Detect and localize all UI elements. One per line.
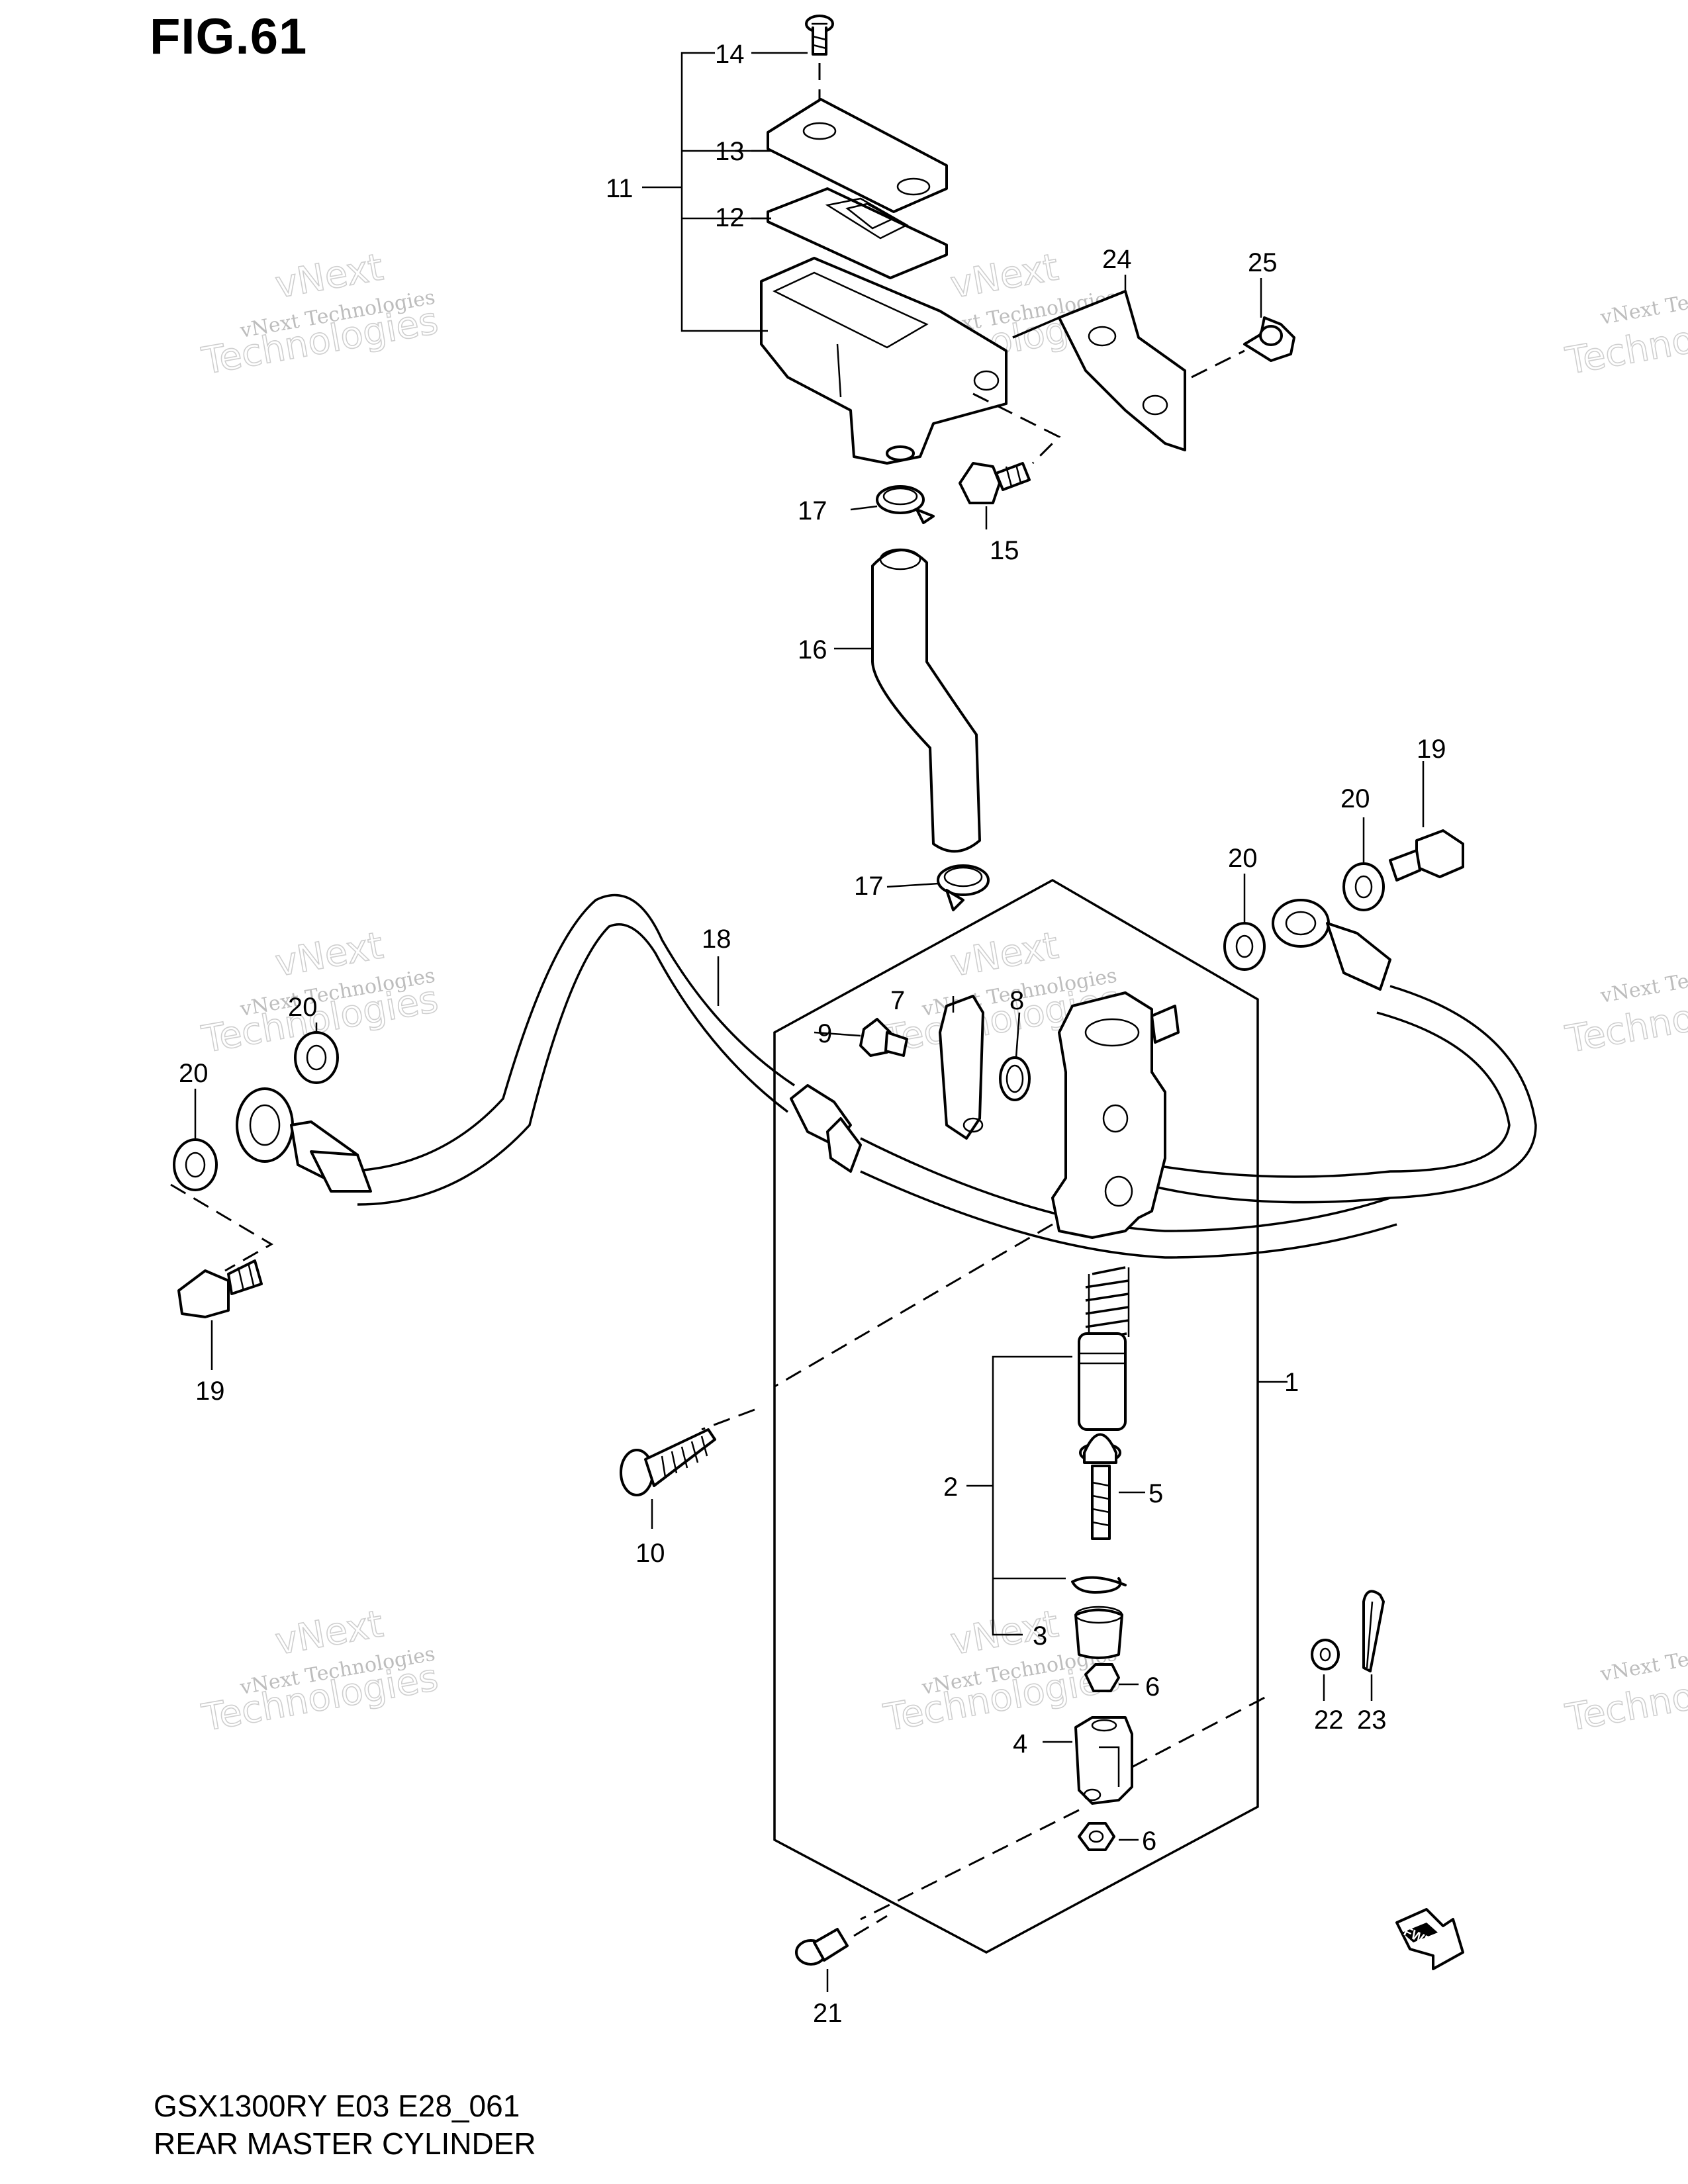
part-bolt-25 — [1243, 316, 1295, 362]
piston-group-bracket — [992, 1355, 1072, 1636]
part-bolt-19-left — [177, 1259, 263, 1318]
callout-20d: 20 — [179, 1059, 209, 1088]
part-reservoir-body — [760, 257, 1008, 465]
part-washer-20-left-b — [173, 1138, 218, 1191]
watermark-low-right: Technologies vNext Technologies — [1562, 1629, 1688, 1741]
callout-23: 23 — [1357, 1706, 1387, 1735]
callout-17a: 17 — [798, 496, 827, 525]
callout-24: 24 — [1102, 245, 1132, 274]
callout-20c: 20 — [288, 993, 318, 1022]
part-joint-7 — [939, 995, 984, 1140]
callout-17b: 17 — [854, 872, 884, 901]
fwd-arrow-icon: FWD — [1395, 1908, 1464, 1970]
part-bracket-24 — [1012, 290, 1186, 451]
reservoir-group — [642, 15, 1008, 465]
callout-2: 2 — [943, 1473, 958, 1502]
part-banjo-right — [1272, 899, 1391, 991]
callout-9: 9 — [818, 1019, 832, 1048]
figure-title: FIG.61 — [150, 9, 308, 65]
callout-1: 1 — [1284, 1368, 1299, 1397]
callout-20b: 20 — [1228, 844, 1258, 873]
part-nut-6-lower — [1078, 1822, 1115, 1851]
part-cotter-pin-23 — [1362, 1590, 1385, 1672]
callout-5: 5 — [1149, 1479, 1163, 1508]
callout-6b: 6 — [1142, 1827, 1156, 1856]
part-hose-18-left — [337, 893, 795, 1173]
part-boot-3 — [1074, 1606, 1123, 1659]
callout-19b: 19 — [195, 1377, 225, 1406]
watermark-top-left: Technologies vNext vNext Technologies — [198, 246, 442, 384]
part-washer-20-right-b — [1223, 922, 1266, 971]
callouts: 1 2 3 4 5 6 6 7 8 9 10 11 12 13 14 15 16… — [179, 40, 1446, 2028]
part-circlip — [1071, 1576, 1127, 1594]
assembly-outline — [773, 878, 1259, 1954]
part-screw-10 — [620, 1428, 716, 1496]
callout-20a: 20 — [1340, 784, 1370, 813]
watermark-top-right: Technologies vNext Technologies — [1562, 273, 1688, 384]
watermark-mid-right: Technologies vNext Technologies — [1562, 951, 1688, 1062]
part-nut-6-upper — [1084, 1663, 1120, 1692]
part-washer-20-right-a — [1342, 862, 1385, 911]
callout-8: 8 — [1009, 986, 1024, 1015]
callout-6a: 6 — [1145, 1672, 1160, 1702]
callout-14: 14 — [715, 40, 745, 69]
callout-21: 21 — [813, 1999, 843, 2028]
callout-16: 16 — [798, 635, 827, 664]
part-hose-fitting — [790, 1084, 862, 1173]
part-bolt-9 — [859, 1018, 908, 1057]
part-clamp-17-upper — [876, 485, 935, 524]
part-master-cylinder — [1051, 991, 1180, 1239]
model-code: GSX1300RY E03 E28_061 — [154, 2089, 520, 2123]
part-hose-18-right — [1145, 985, 1537, 1204]
part-washer-20-left-a — [294, 1031, 339, 1084]
part-screw-14 — [805, 15, 834, 56]
callout-13: 13 — [715, 137, 745, 166]
section-name: REAR MASTER CYLINDER — [154, 2126, 536, 2161]
watermark-low-left: Technologies vNext vNext Technologies — [198, 1602, 442, 1741]
part-clevis-4 — [1074, 1716, 1133, 1805]
callout-15: 15 — [990, 536, 1019, 565]
part-cap-13 — [767, 98, 948, 213]
leader-lines — [194, 52, 1365, 1138]
part-piston-2 — [1078, 1332, 1127, 1431]
callout-7: 7 — [890, 986, 905, 1015]
part-bolt-15 — [959, 462, 1031, 504]
part-banjo-left — [236, 1087, 372, 1193]
part-spring — [1085, 1266, 1130, 1343]
callout-3: 3 — [1033, 1621, 1047, 1651]
watermarks: Technologies vNext vNext Technologies Te… — [198, 246, 1688, 1741]
part-oring-8 — [999, 1056, 1031, 1101]
part-diaphragm-12 — [767, 187, 948, 279]
callout-12: 12 — [715, 203, 745, 232]
callout-18: 18 — [702, 925, 731, 954]
callout-25: 25 — [1248, 248, 1278, 277]
callout-22: 22 — [1314, 1706, 1344, 1735]
part-bolt-19-right — [1389, 829, 1464, 882]
part-clamp-17-lower — [937, 864, 990, 911]
reservoir-bracket — [680, 52, 768, 332]
part-pushrod-5 — [1079, 1433, 1121, 1540]
callout-10: 10 — [635, 1539, 665, 1568]
part-hose-16 — [871, 549, 981, 853]
callout-11: 11 — [606, 174, 633, 203]
callout-4: 4 — [1013, 1729, 1027, 1758]
part-clevis-pin-21 — [795, 1928, 849, 1966]
part-washer-22 — [1311, 1639, 1340, 1670]
callout-19a: 19 — [1417, 735, 1446, 764]
